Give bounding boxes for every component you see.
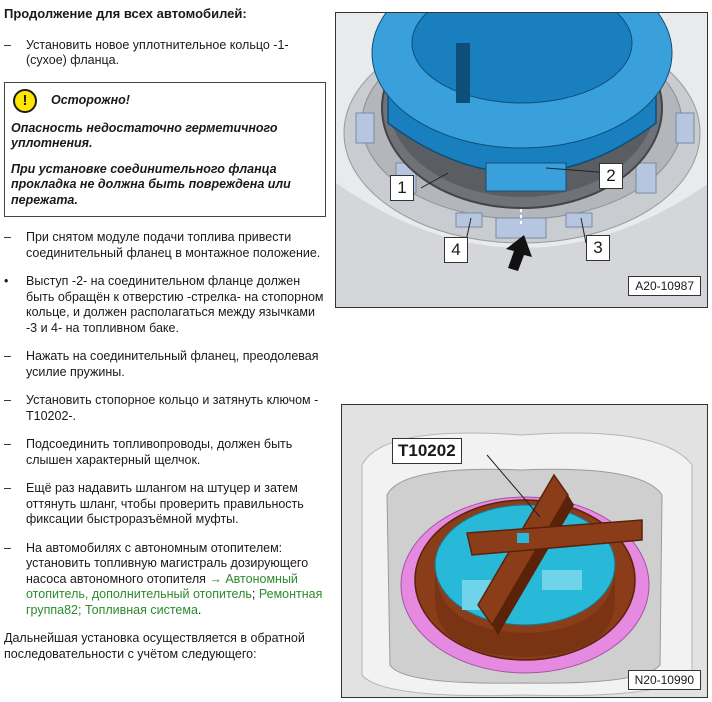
dash-marker: – xyxy=(4,437,11,451)
dash-marker: – xyxy=(4,481,11,495)
figure-code: N20-10990 xyxy=(627,670,701,690)
link-repair-group-82[interactable]: Ремонтная группа82; Топливная система xyxy=(26,587,323,617)
step-heater-text: На автомобилях с автономным отопителем: … xyxy=(26,540,309,586)
tool-illustration xyxy=(342,405,707,697)
dash-marker: – xyxy=(4,349,11,363)
dash-marker: – xyxy=(4,393,11,407)
step-press: – Нажать на соединительный фланец, преод… xyxy=(4,349,326,380)
link-separator: ; xyxy=(251,587,259,601)
sentence-end: . xyxy=(197,602,202,617)
instruction-column: Продолжение для всех автомобилей: – Уста… xyxy=(4,6,326,672)
caution-text-1: Опасность недостаточно герметичного упло… xyxy=(11,120,278,151)
step-lock-ring: – Установить стопорное кольцо и затянуть… xyxy=(4,393,326,424)
final-paragraph: Дальнейшая установка осуществляется в об… xyxy=(4,631,305,661)
figure-lock-ring-tool: T10202 N20-10990 xyxy=(341,404,708,698)
step-text: Установить стопорное кольцо и затянуть к… xyxy=(26,393,319,423)
step-install-ring: – Установить новое уплотнительное кольцо… xyxy=(4,38,326,69)
step-text: На автомобилях с автономным отопителем: … xyxy=(26,541,326,619)
step-text: Установить новое уплотнительное кольцо -… xyxy=(26,37,289,68)
caution-header: ! Осторожно! xyxy=(11,88,319,113)
caution-title: Осторожно! xyxy=(51,92,130,107)
dash-marker: – xyxy=(4,37,11,52)
step-text: Ещё раз надавить шлангом на штуцер и зат… xyxy=(26,481,304,526)
figure-flange-installation: 1 2 3 4 A20-10987 xyxy=(335,12,708,308)
step-text: Подсоединить топливопроводы, должен быть… xyxy=(26,437,293,467)
step-text: При снятом модуле подачи топлива привест… xyxy=(26,230,321,260)
bullet-marker: • xyxy=(4,274,9,288)
step-check: – Ещё раз надавить шлангом на штуцер и з… xyxy=(4,481,326,528)
step-text: Выступ -2- на соединительном фланце долж… xyxy=(26,274,324,335)
step-heater: – На автомобилях с автономным отопителем… xyxy=(4,541,326,619)
step-flange-position: – При снятом модуле подачи топлива приве… xyxy=(4,230,326,261)
caution-box: ! Осторожно! Опасность недостаточно герм… xyxy=(4,81,326,217)
section-heading: Продолжение для всех автомобилей: xyxy=(4,6,247,21)
dash-marker: – xyxy=(4,540,11,555)
step-connect: – Подсоединить топливопроводы, должен бы… xyxy=(4,437,326,468)
callout-3: 3 xyxy=(586,235,610,261)
callout-1: 1 xyxy=(390,175,414,201)
caution-text-2: При установке соединительного фланца про… xyxy=(11,161,291,207)
tool-label: T10202 xyxy=(392,438,462,464)
step-lug: • Выступ -2- на соединительном фланце до… xyxy=(4,274,326,336)
dash-marker: – xyxy=(4,230,11,244)
callout-4: 4 xyxy=(444,237,468,263)
step-text: Нажать на соединительный фланец, преодол… xyxy=(26,349,319,379)
callout-2: 2 xyxy=(599,163,623,189)
figure-code: A20-10987 xyxy=(628,276,701,296)
warning-icon: ! xyxy=(13,88,37,113)
flange-illustration xyxy=(336,13,707,307)
link-autonomous-heater[interactable]: → Автономный отопитель, дополнительный о… xyxy=(26,571,298,602)
